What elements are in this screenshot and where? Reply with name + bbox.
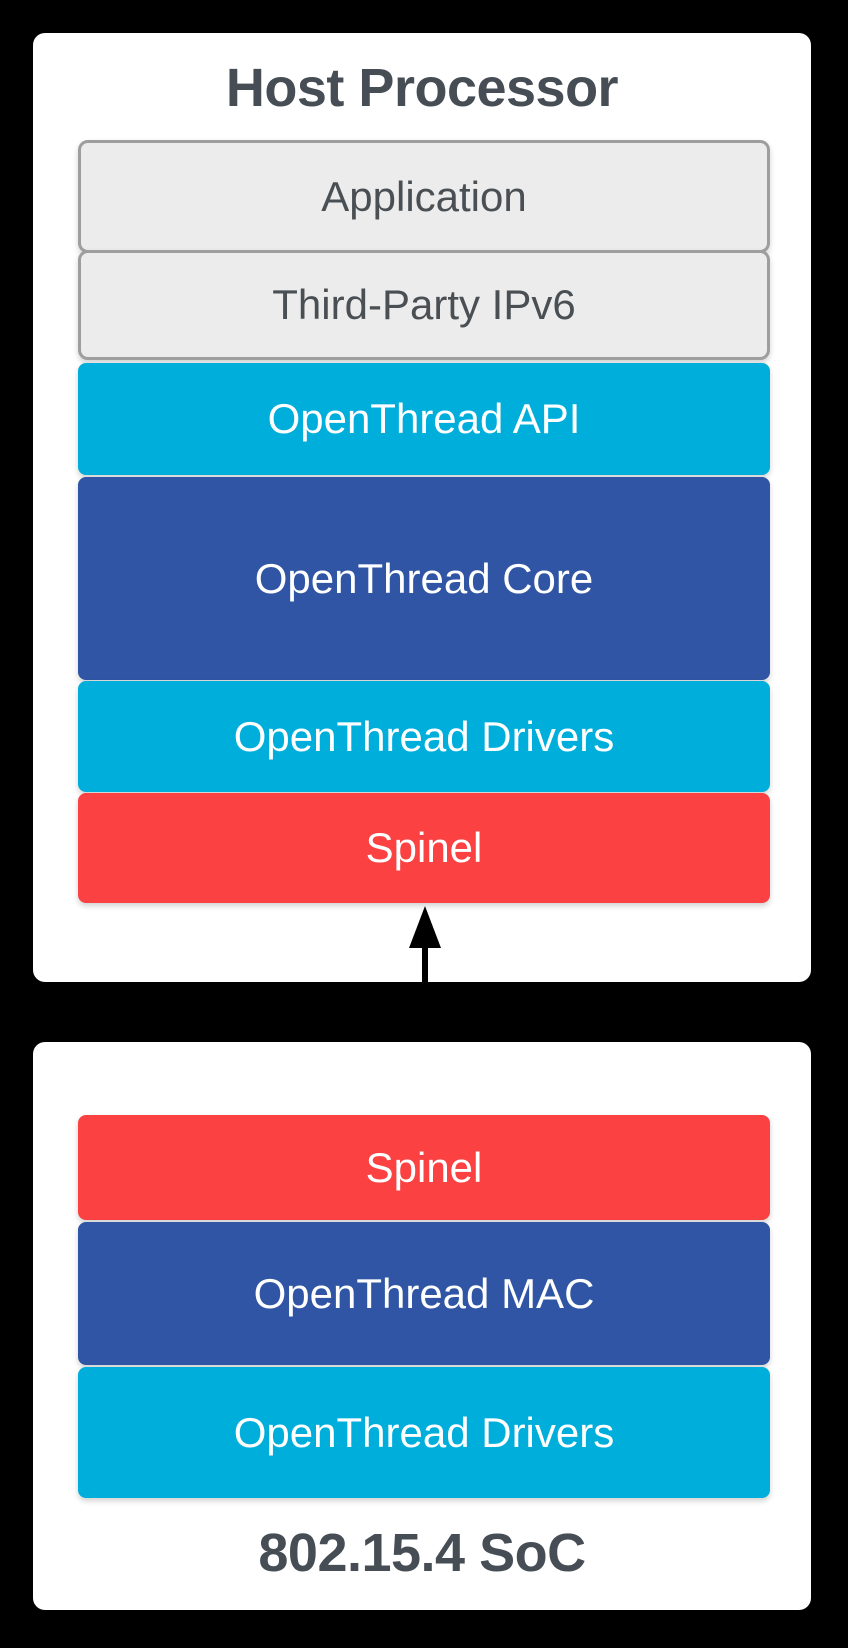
layer-application: Application (78, 140, 770, 253)
layer-openthread-api: OpenThread API (78, 363, 770, 475)
layer-openthread-drivers-host: OpenThread Drivers (78, 681, 770, 792)
host-processor-panel: Host Processor Application Third-Party I… (33, 33, 811, 982)
layer-third-party-ipv6: Third-Party IPv6 (78, 250, 770, 360)
host-processor-title: Host Processor (225, 58, 619, 118)
soc-panel: Spinel OpenThread MAC OpenThread Drivers… (33, 1042, 811, 1610)
arrow-shaft (422, 944, 428, 1072)
arrowhead-up-icon (409, 906, 441, 948)
layer-spinel-host: Spinel (78, 793, 770, 903)
layer-openthread-mac: OpenThread MAC (78, 1222, 770, 1365)
layer-openthread-core: OpenThread Core (78, 477, 770, 680)
layer-spinel-soc: Spinel (78, 1115, 770, 1220)
layer-openthread-drivers-soc: OpenThread Drivers (78, 1367, 770, 1498)
soc-title: 802.15.4 SoC (258, 1523, 586, 1583)
